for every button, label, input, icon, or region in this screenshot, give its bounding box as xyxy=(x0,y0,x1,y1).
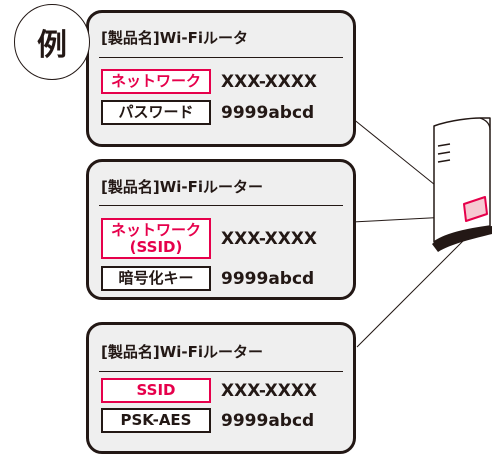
card-2-password-value: 9999abcd xyxy=(221,268,315,289)
card-1-network-label: ネットワーク xyxy=(101,69,211,94)
label-card-1: [製品名]Wi-Fiルータ ネットワーク XXX-XXXX パスワード 9999… xyxy=(86,10,356,147)
card-3-password-value: 9999abcd xyxy=(221,410,315,431)
card-3-network-row: SSID XXX-XXXX xyxy=(101,378,317,403)
card-1-password-row: パスワード 9999abcd xyxy=(101,100,314,125)
leader-line-card-3 xyxy=(356,237,467,348)
label-card-2: [製品名]Wi-Fiルーター ネットワーク (SSID) XXX-XXXX 暗号… xyxy=(86,159,356,300)
card-2-password-label: 暗号化キー xyxy=(101,266,211,291)
router-vent-1 xyxy=(437,143,451,147)
card-2-network-row: ネットワーク (SSID) XXX-XXXX xyxy=(101,218,317,259)
card-2-title: [製品名]Wi-Fiルーター xyxy=(101,178,264,196)
card-3-title: [製品名]Wi-Fiルーター xyxy=(101,343,264,361)
router-vent-2 xyxy=(437,151,451,155)
card-3-network-value: XXX-XXXX xyxy=(221,380,318,401)
card-1-password-value: 9999abcd xyxy=(221,102,315,123)
router-edge xyxy=(479,117,491,131)
card-2-network-label-line2: (SSID) xyxy=(129,237,183,256)
card-2-divider xyxy=(99,205,343,206)
router-body-icon xyxy=(433,117,491,243)
card-3-password-label: PSK-AES xyxy=(101,408,211,433)
card-2-network-label-line1: ネットワーク xyxy=(110,220,201,239)
card-1-divider xyxy=(99,57,343,58)
card-2-network-label: ネットワーク (SSID) xyxy=(101,218,211,259)
card-3-divider xyxy=(99,371,343,372)
router-vent-3 xyxy=(437,159,451,163)
router-label-sticker-icon xyxy=(463,196,488,222)
card-1-password-label: パスワード xyxy=(101,100,211,125)
card-1-network-value: XXX-XXXX xyxy=(221,71,318,92)
card-3-password-row: PSK-AES 9999abcd xyxy=(101,408,314,433)
card-3-network-label: SSID xyxy=(101,378,211,403)
card-1-title: [製品名]Wi-Fiルータ xyxy=(101,29,249,47)
card-2-network-value: XXX-XXXX xyxy=(221,228,318,249)
router-stand-icon xyxy=(432,226,492,252)
card-2-password-row: 暗号化キー 9999abcd xyxy=(101,266,314,291)
card-1-network-row: ネットワーク XXX-XXXX xyxy=(101,69,317,94)
label-card-3: [製品名]Wi-Fiルーター SSID XXX-XXXX PSK-AES 999… xyxy=(86,322,356,454)
example-badge: 例 xyxy=(14,4,90,80)
